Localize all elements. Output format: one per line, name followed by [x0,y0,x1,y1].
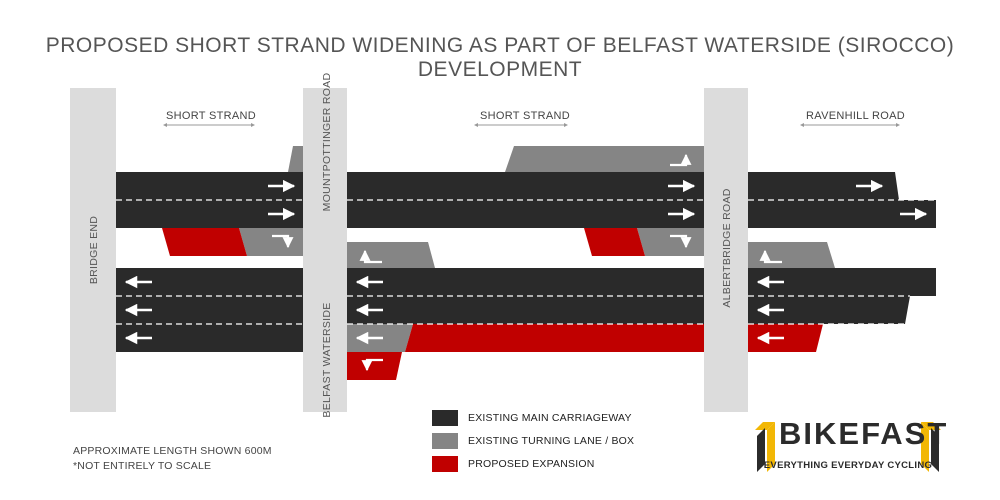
brand-name: BIKEFAST [779,416,949,451]
page-title: PROPOSED SHORT STRAND WIDENING AS PART O… [45,34,955,81]
turning-lane-lower-left [239,228,303,256]
turn-arrows [272,153,782,372]
junction-bridge-end [70,88,116,412]
note-length: APPROXIMATE LENGTH SHOWN 600M [73,445,272,457]
junction-mountpottinger [303,88,347,412]
legend-label: EXISTING TURNING LANE / BOX [468,435,635,447]
turning-box-albertbridge [748,242,835,268]
label-belfast-waterside: BELFAST WATERSIDE [321,302,333,417]
label-ravenhill-road: RAVENHILL ROAD [806,110,905,122]
carriageway-lower-b [347,268,704,324]
legend-item-expansion: PROPOSED EXPANSION [432,456,634,472]
expansion-box-waterside [347,352,402,380]
lane-dividers [116,199,936,325]
direction-arrows [124,179,928,345]
turning-box-mountpottinger [347,242,435,268]
expansion-lower-left [162,228,247,256]
label-bridge-end: BRIDGE END [88,216,100,284]
legend: EXISTING MAIN CARRIAGEWAY EXISTING TURNI… [432,410,634,479]
legend-item-carriageway: EXISTING MAIN CARRIAGEWAY [432,410,634,426]
bikefast-logo: BIKEFAST EVERYTHING EVERYDAY CYCLING [753,416,949,476]
logo-accent-bars [755,422,941,472]
label-short-strand-mid: SHORT STRAND [480,110,570,122]
legend-label: EXISTING MAIN CARRIAGEWAY [468,412,632,424]
legend-label: PROPOSED EXPANSION [468,458,595,470]
turning-lane-upper-mid [505,146,704,172]
expansion-bottom-right [748,324,823,352]
legend-swatch-expansion [432,456,458,472]
turning-lane-upper-left-stub [288,146,303,172]
legend-swatch-turning [432,433,458,449]
carriageway-lower-a [116,268,303,352]
expansion-bottom-mid [405,324,704,352]
label-albertbridge-road: ALBERTBRIDGE ROAD [721,188,733,307]
turning-lane-lower-mid [637,228,704,256]
label-short-strand-left: SHORT STRAND [166,110,256,122]
note-scale: *NOT ENTIRELY TO SCALE [73,460,212,472]
label-mountpottinger-road: MOUNTPOTTINGER ROAD [321,73,333,212]
expansion-lower-mid [584,228,645,256]
legend-item-turning: EXISTING TURNING LANE / BOX [432,433,634,449]
carriageway-upper-b [347,172,704,228]
legend-swatch-carriageway [432,410,458,426]
brand-tagline: EVERYTHING EVERYDAY CYCLING [763,460,933,471]
junction-albertbridge [704,88,748,412]
